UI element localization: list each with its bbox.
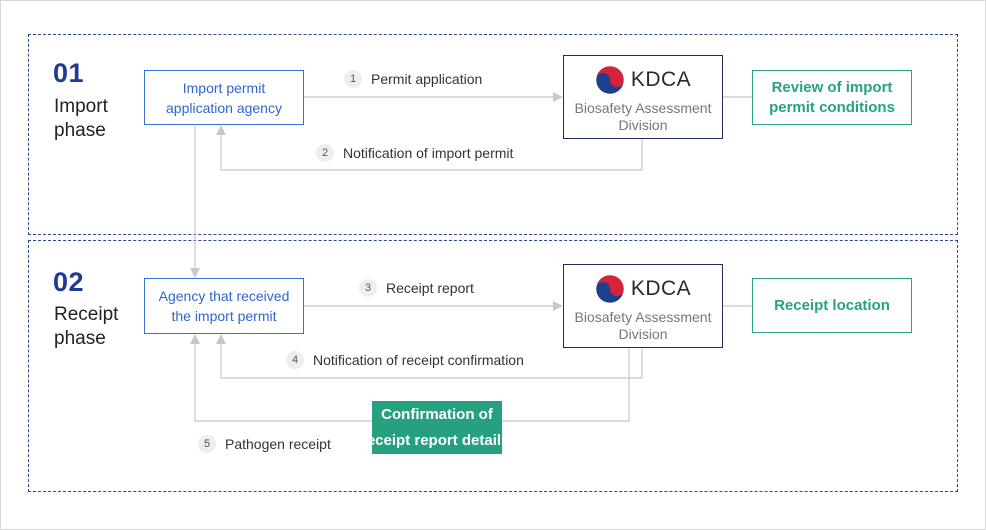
phase-1-name-line2: phase [54, 120, 106, 141]
receiving-agency-line2: the import permit [171, 308, 277, 324]
kdca-division-line2: Division [618, 117, 668, 133]
step-4: 4 Notification of receipt confirmation [286, 351, 524, 369]
step-2-number: 2 [316, 144, 334, 162]
confirmation-details-box: Confirmation of receipt report details [372, 401, 502, 454]
receipt-phase-section [28, 240, 958, 492]
import-applicant-line2: application agency [166, 99, 282, 116]
step-1: 1 Permit application [344, 70, 482, 88]
receiving-agency-line1: Agency that received [158, 288, 290, 304]
step-5: 5 Pathogen receipt [198, 435, 331, 453]
kdca-brand: KDCA [630, 277, 692, 300]
step-4-label: Notification of receipt confirmation [313, 352, 524, 368]
step-5-number: 5 [198, 435, 216, 453]
phase-2-name-line2: phase [54, 328, 106, 349]
kdca-box-receipt: KDCA Biosafety Assessment Division [563, 264, 723, 348]
arrow-notification-receipt-confirmation [216, 334, 643, 379]
phase-1-name-line1: Import [54, 96, 108, 117]
kdca-division-line2: Division [618, 326, 668, 342]
kdca-taegeuk-logo-icon [595, 65, 625, 95]
kdca-brand: KDCA [630, 68, 692, 91]
receipt-location-label: Receipt location [774, 296, 890, 314]
kdca-box-import: KDCA Biosafety Assessment Division [563, 55, 723, 139]
receipt-location-box: Receipt location [752, 278, 912, 333]
phase-2-number: 02 [53, 267, 85, 297]
step-2: 2 Notification of import permit [316, 144, 513, 162]
confirmation-details-line1: Confirmation of [381, 406, 493, 423]
step-4-number: 4 [286, 351, 304, 369]
step-3-number: 3 [359, 279, 377, 297]
kdca-division: Biosafety Assessment Division [564, 100, 722, 134]
step-2-label: Notification of import permit [343, 145, 514, 161]
kdca-division-line1: Biosafety Assessment [574, 100, 712, 116]
phase-1-name: Import phase [54, 95, 108, 143]
step-3-label: Receipt report [386, 280, 474, 296]
review-conditions-line2: permit conditions [769, 98, 895, 116]
review-conditions-box: Review of import permit conditions [752, 70, 912, 125]
receiving-agency-box: Agency that received the import permit [144, 278, 304, 334]
import-applicant-agency-box: Import permit application agency [144, 70, 304, 125]
kdca-division: Biosafety Assessment Division [564, 309, 722, 343]
step-5-label: Pathogen receipt [225, 436, 331, 452]
import-applicant-line1: Import permit [182, 79, 266, 96]
step-3: 3 Receipt report [359, 279, 474, 297]
arrow-notification-import-permit [216, 125, 643, 171]
import-phase-section [28, 34, 958, 235]
kdca-division-line1: Biosafety Assessment [574, 309, 712, 325]
phase-2-name: Receipt phase [54, 303, 118, 351]
step-1-label: Permit application [371, 71, 483, 87]
kdca-taegeuk-logo-icon [595, 274, 625, 304]
step-1-number: 1 [344, 70, 362, 88]
phase-1-number: 01 [53, 58, 85, 88]
phase-2-name-line1: Receipt [54, 304, 119, 325]
review-conditions-line1: Review of import [771, 78, 893, 96]
confirmation-details-line2: receipt report details [372, 432, 502, 449]
